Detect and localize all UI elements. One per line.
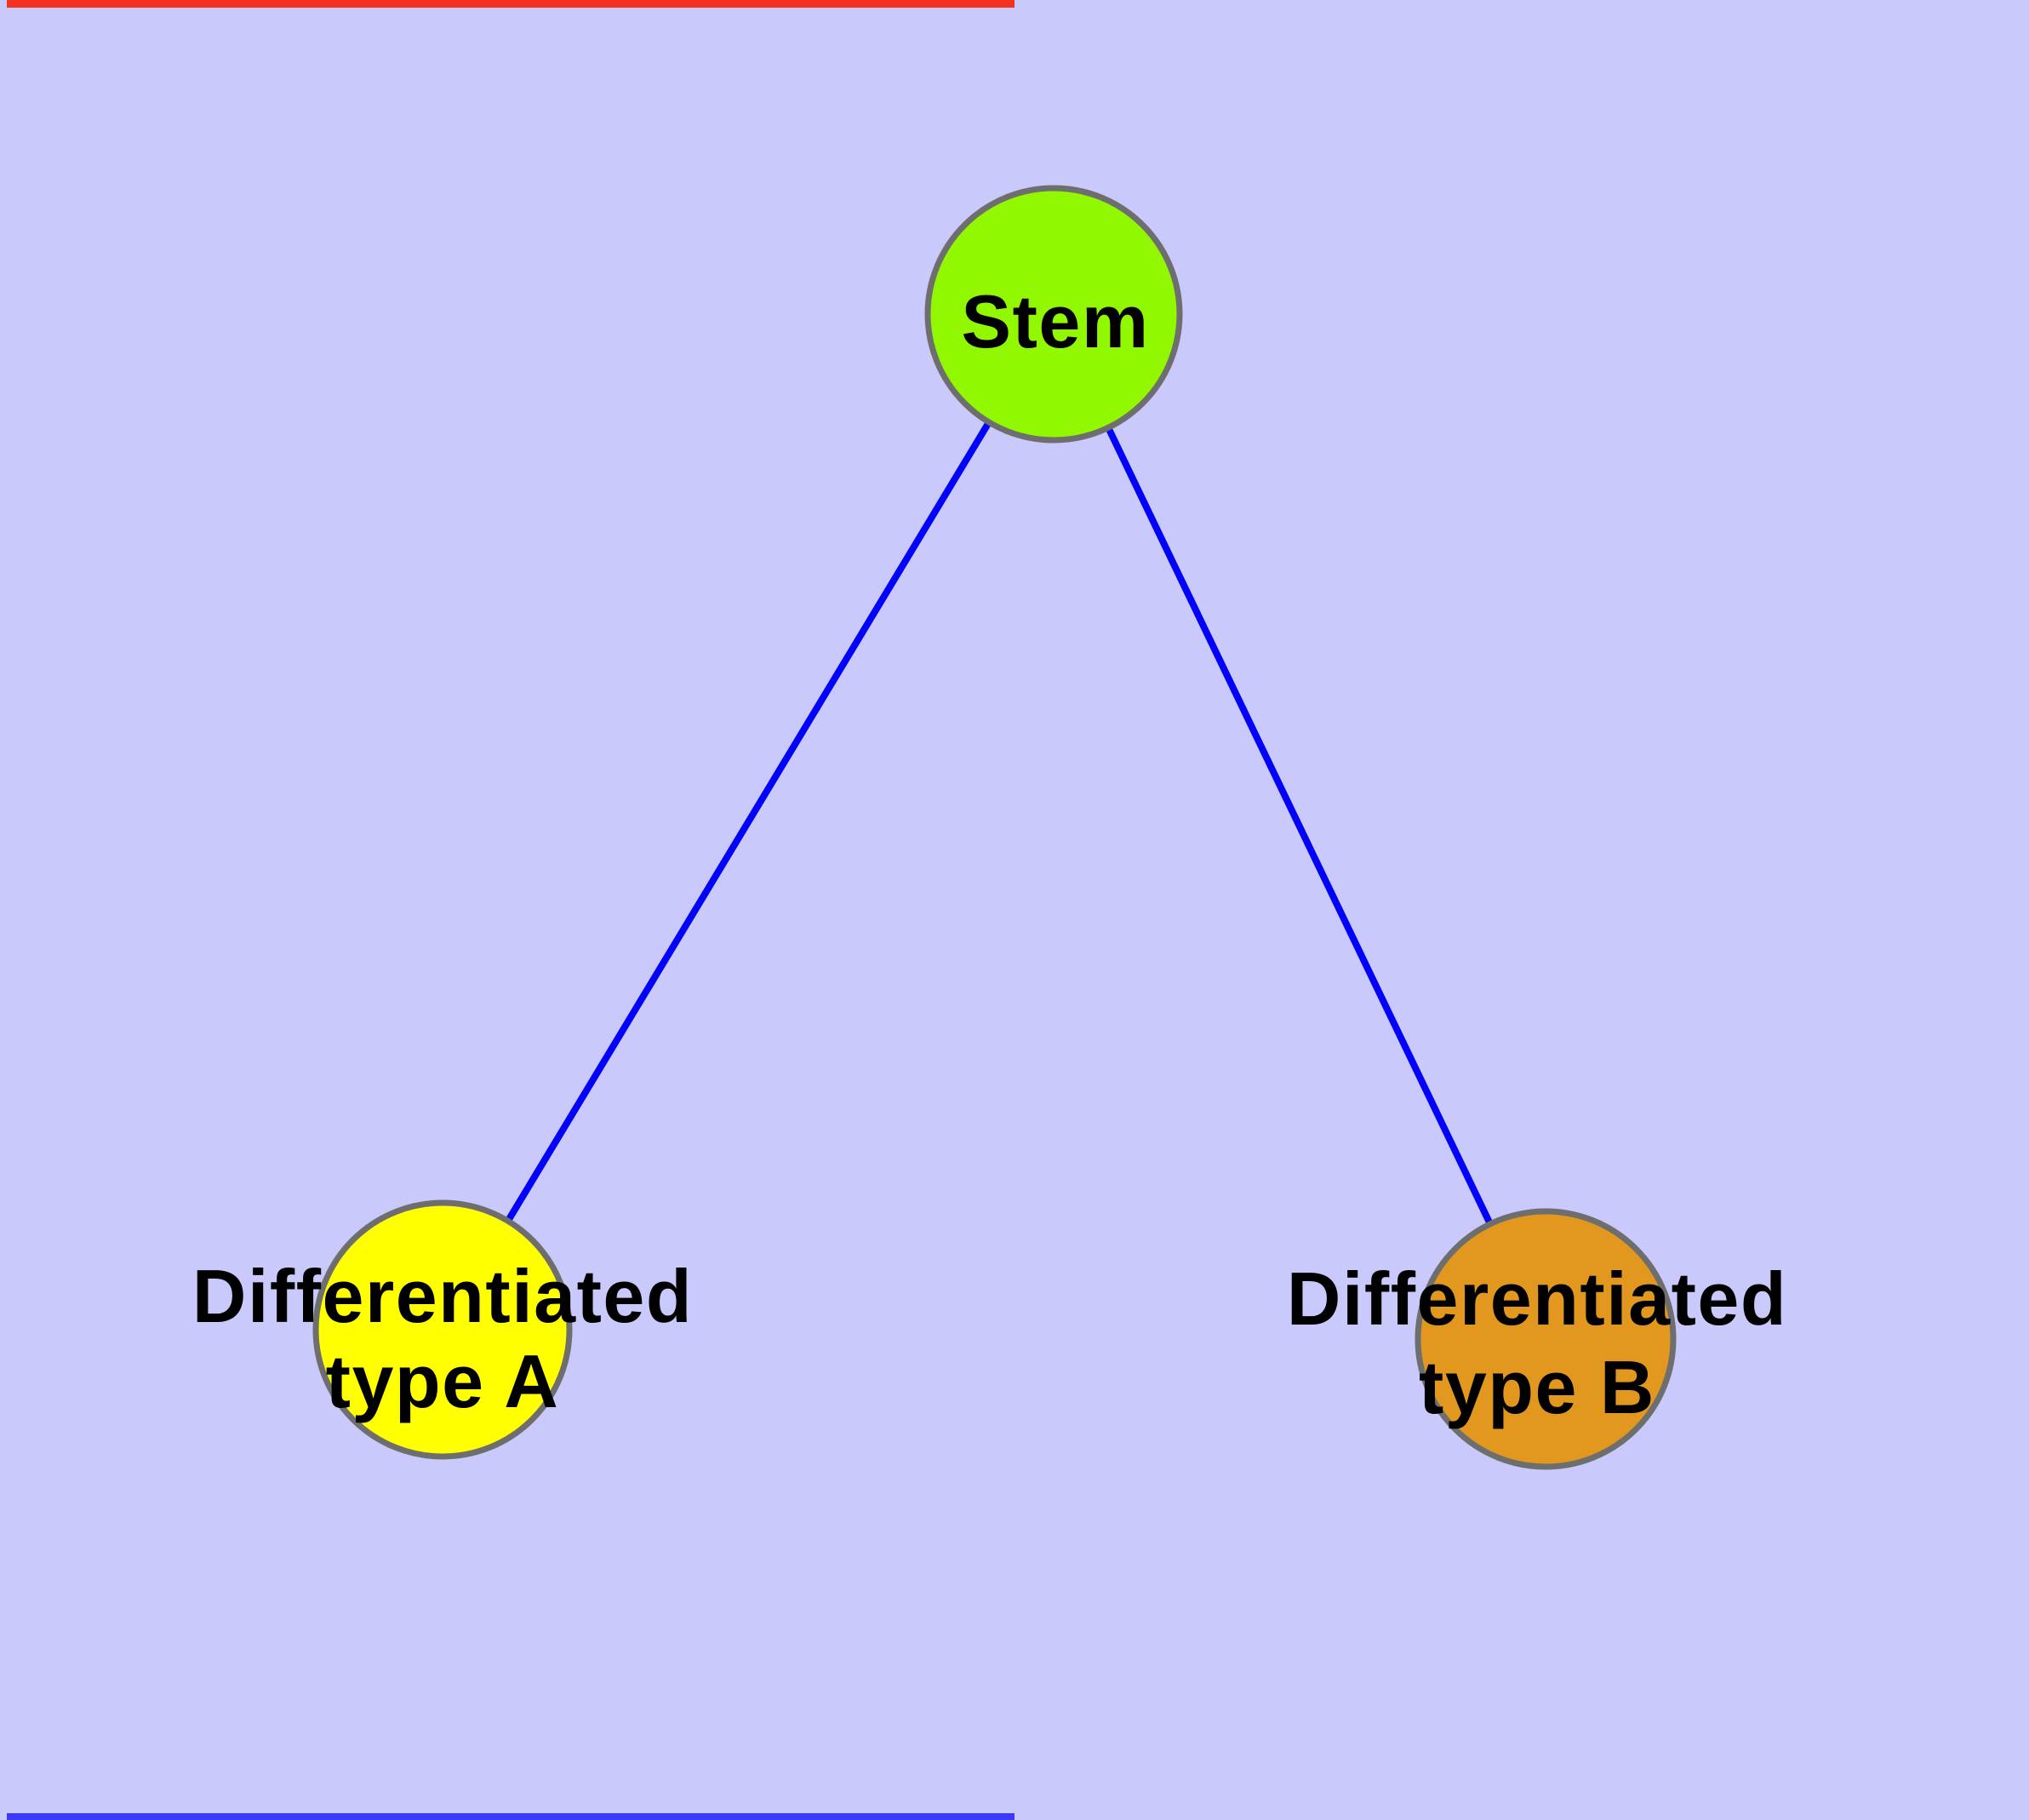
node-differentiated-type-b (1415, 1208, 1677, 1470)
node-stem (924, 185, 1183, 444)
top-edge-artifact (7, 0, 1014, 8)
node-differentiated-type-a (312, 1199, 573, 1460)
node-type-b-label-line2: type B (1419, 1345, 1655, 1429)
node-stem-label: Stem (961, 279, 1149, 363)
edge-stem-to-type-b (1105, 426, 1494, 1226)
bottom-edge-artifact (7, 1813, 1014, 1820)
node-type-a-label-line2: type A (326, 1339, 560, 1423)
edge-stem-to-type-a (505, 420, 992, 1223)
node-type-a-label-line1: Differentiated (192, 1254, 693, 1338)
node-type-b-label-line1: Differentiated (1287, 1256, 1787, 1341)
